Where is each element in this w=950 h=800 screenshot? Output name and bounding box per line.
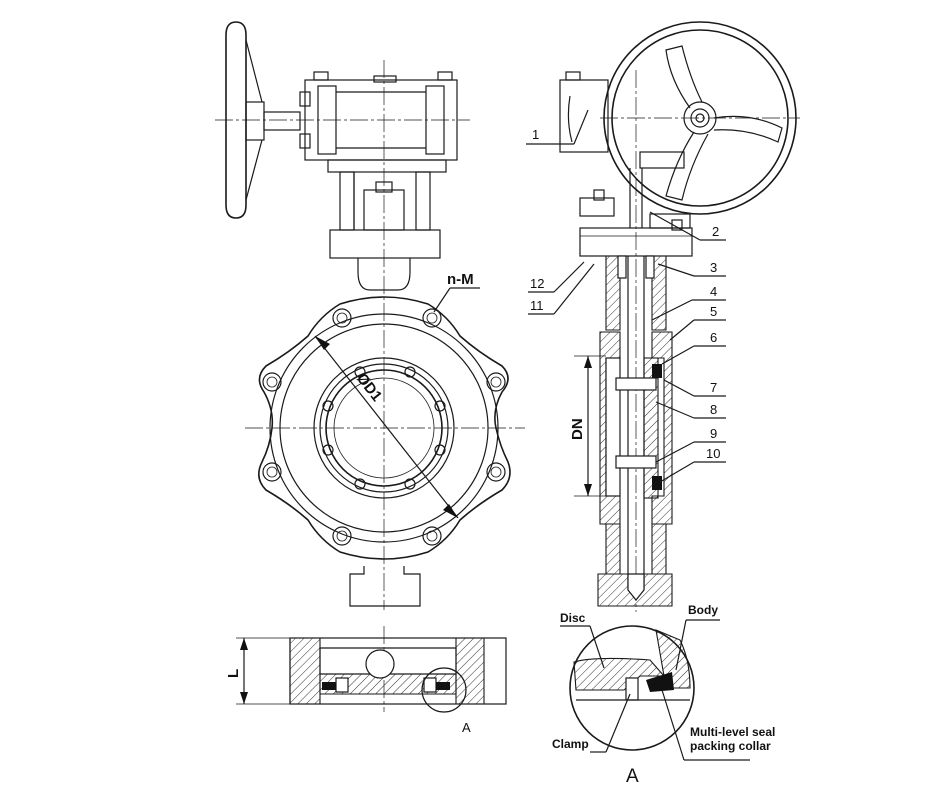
part-number-11: 11: [530, 298, 544, 313]
part-number-1: 1: [532, 127, 539, 142]
detail-disc-label: Disc: [560, 611, 586, 625]
part-number-9: 9: [710, 426, 717, 441]
detail-a: Disc Body Clamp Multi-level seal packing…: [552, 603, 775, 787]
part-number-5: 5: [710, 304, 717, 319]
bottom-section-view: L A: [225, 626, 507, 735]
part-number-4: 4: [710, 284, 717, 299]
side-view: DN 1 2 3 4 5 6 7 8 9 10 11: [526, 21, 800, 612]
bolt-spec-label: n-M: [447, 271, 474, 288]
part-number-3: 3: [710, 260, 717, 275]
detail-clamp-label: Clamp: [552, 737, 589, 751]
part-number-12: 12: [530, 276, 544, 291]
gearbox-side: [559, 71, 691, 231]
part-number-8: 8: [710, 402, 717, 417]
gearbox: [299, 71, 458, 173]
handwheel-face: [600, 21, 800, 215]
part-number-10: 10: [706, 446, 720, 461]
bracket: [329, 171, 441, 291]
length-label: L: [225, 669, 242, 678]
detail-seal-label-2: packing collar: [690, 739, 771, 753]
section-marker-a: A: [462, 720, 471, 735]
nominal-diameter-label: DN: [569, 418, 586, 440]
detail-seal-label-1: Multi-level seal: [690, 725, 775, 739]
valve-body-front: [258, 296, 511, 607]
bolt-circle-label: ØD1: [353, 370, 385, 405]
handwheel-side: [225, 21, 301, 219]
part-number-7: 7: [710, 380, 717, 395]
part-callouts: 1 2 3 4 5 6 7 8 9 10 11 12: [526, 109, 726, 483]
front-view: ØD1 n-M: [215, 21, 525, 610]
detail-body-label: Body: [688, 603, 718, 617]
detail-title: A: [626, 766, 639, 787]
part-number-2: 2: [712, 224, 719, 239]
part-number-6: 6: [710, 330, 717, 345]
